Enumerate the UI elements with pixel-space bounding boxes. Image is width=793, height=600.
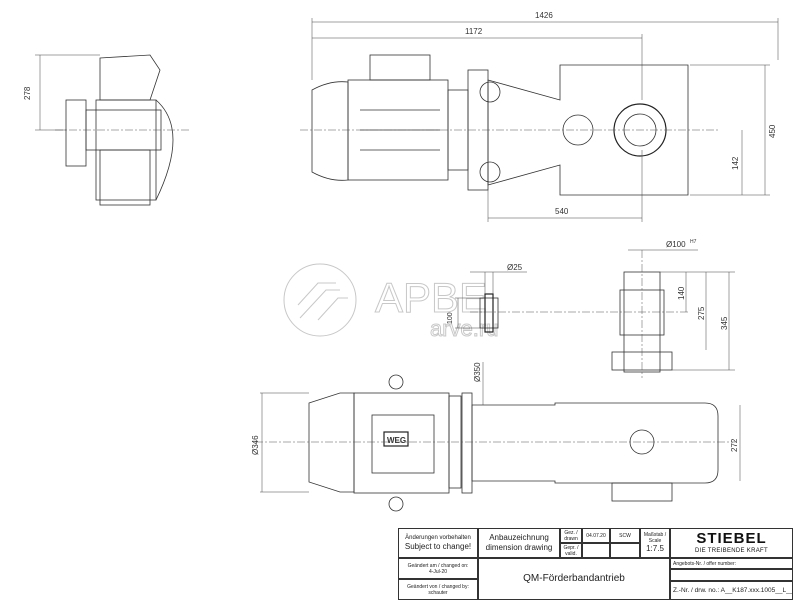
- dim-flange-dia: Ø350: [473, 362, 482, 382]
- drawn-label: Gez. / drawn: [560, 528, 582, 543]
- front-view: 1426 1172 450 142 540: [300, 11, 779, 222]
- dim-key-len: 100: [447, 312, 454, 324]
- dim-motor-dia: Ø346: [251, 435, 260, 455]
- watermark-name: APBE: [375, 274, 487, 321]
- scale-label: Maßstab / Scale: [643, 532, 667, 545]
- dim-bore-tolerance: H7: [690, 239, 697, 245]
- changed-on: Geändert am / changed on: 4-Jul-20: [398, 558, 478, 579]
- scale-value: 1:7.5: [646, 544, 664, 554]
- drawn-by: SCW: [610, 528, 640, 543]
- dim-motor-length: 1172: [465, 27, 483, 36]
- dim-key-dia: Ø25: [507, 263, 523, 272]
- dim-hub-345: 345: [720, 316, 729, 330]
- drawn-date: 04.07.20: [582, 528, 610, 543]
- dim-hub-275: 275: [697, 306, 706, 320]
- motor-badge: WEG: [387, 436, 406, 445]
- changed-on-label: Geändert am / changed on:: [407, 562, 469, 569]
- drawing-number: Z.-Nr. / drw. no.: A__K187.xxx.1005__L__…: [670, 581, 793, 600]
- dim-hub-140: 140: [677, 286, 686, 300]
- changes-de: Änderungen vorbehalten: [405, 534, 471, 541]
- brand-name: STIEBEL: [696, 530, 767, 548]
- title-en: dimension drawing: [485, 543, 553, 552]
- product-name: QM-Förderbandantrieb: [478, 558, 670, 600]
- offer-number-value: [670, 569, 793, 581]
- title-block: Änderungen vorbehalten Subject to change…: [398, 528, 793, 600]
- watermark: APBE arve.ru: [283, 263, 499, 342]
- offer-number-label: Angebots-Nr. / offer number:: [670, 558, 793, 569]
- drawing-type: Anbauzeichnung dimension drawing: [478, 528, 560, 558]
- checked-label: Gepr. / valid.: [560, 543, 582, 558]
- watermark-site: arve.ru: [430, 316, 498, 341]
- title-de: Anbauzeichnung: [489, 533, 549, 543]
- hub-detail: Ø100 H7 140 275 345: [611, 239, 735, 378]
- dim-overall-length: 1426: [535, 11, 553, 20]
- changed-by: Geändert von / changed by: schauter: [398, 579, 478, 600]
- checked-by: [610, 543, 640, 558]
- checked-date: [582, 543, 610, 558]
- dim-gear-width: 272: [730, 438, 739, 452]
- dim-shaft-height: 142: [731, 156, 740, 170]
- dim-side-width: 278: [23, 86, 32, 100]
- changed-by-label: Geändert von / changed by:: [407, 583, 469, 590]
- dim-bore-dia: Ø100: [666, 240, 686, 249]
- brand-tagline: DIE TREIBENDE KRAFT: [695, 548, 768, 555]
- dim-gear-length: 540: [555, 207, 569, 216]
- plan-view: WEG Ø346 Ø350 272: [251, 362, 741, 512]
- changed-by-value: schauter: [428, 589, 448, 596]
- changes-en: Subject to change!: [404, 541, 472, 551]
- dim-height-total: 450: [768, 124, 777, 138]
- shaft-detail: Ø25 100: [447, 263, 690, 333]
- changes-note: Änderungen vorbehalten Subject to change…: [398, 528, 478, 558]
- scale-cell: Maßstab / Scale 1:7.5: [640, 528, 670, 558]
- brand-logo: STIEBEL DIE TREIBENDE KRAFT: [670, 528, 793, 558]
- changed-on-value: 4-Jul-20: [428, 568, 448, 575]
- side-view: 278: [23, 54, 190, 206]
